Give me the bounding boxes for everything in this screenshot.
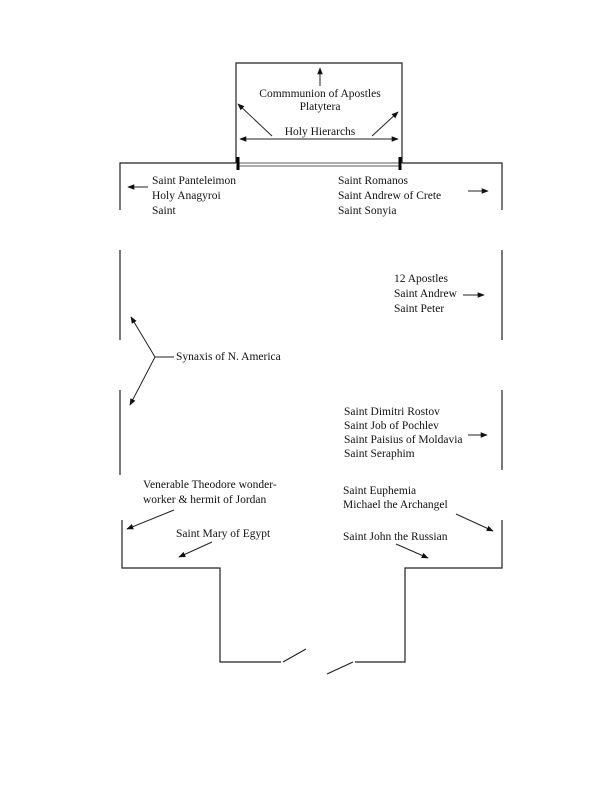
south-upper-label-1: Saint Romanos	[338, 175, 408, 187]
labels: Commmunion of Apostles Platytera Holy Hi…	[143, 88, 463, 543]
apse-label-1: Commmunion of Apostles	[259, 88, 381, 100]
south-middle-label-3: Saint Peter	[394, 303, 444, 315]
arrow-synaxis-down	[129, 356, 156, 406]
arrow-apse-left	[237, 103, 273, 137]
apse-wall	[235, 62, 403, 163]
south-west-label-2: Michael the Archangel	[343, 499, 448, 511]
synaxis-label: Synaxis of N. America	[176, 351, 281, 363]
north-wall-upper	[119, 162, 236, 210]
arrow-synaxis-up	[130, 316, 156, 358]
door-leaf-right	[326, 661, 354, 675]
south-west-label-1: Saint Euphemia	[343, 485, 416, 497]
south-middle-label-2: Saint Andrew	[394, 288, 458, 300]
north-upper-label-3: Saint	[152, 205, 176, 217]
north-upper-label-1: Saint Panteleimon	[152, 175, 236, 187]
north-west-label-2: worker & hermit of Jordan	[143, 494, 267, 506]
north-west-label-3: Saint Mary of Egypt	[176, 528, 271, 540]
north-narthex-wall	[121, 520, 281, 663]
south-lower-label-1: Saint Dimitri Rostov	[344, 406, 440, 418]
south-upper-label-3: Saint Sonyia	[338, 205, 396, 217]
south-lower-label-3: Saint Paisius of Moldavia	[344, 434, 463, 446]
walls	[119, 62, 503, 675]
arrow-theodore	[126, 509, 175, 530]
north-upper-label-2: Holy Anagyroi	[152, 190, 221, 202]
arrow-mary	[178, 541, 213, 558]
hierarchs-label: Holy Hierarchs	[285, 126, 356, 138]
south-narthex-wall	[355, 520, 503, 663]
apse-label-2: Platytera	[300, 101, 341, 113]
arrows	[126, 67, 494, 559]
south-west-label-3: Saint John the Russian	[343, 531, 448, 543]
south-middle-label-1: 12 Apostles	[394, 273, 449, 285]
south-lower-label-2: Saint Job of Pochlev	[344, 420, 439, 432]
north-west-label-1: Venerable Theodore wonder-	[143, 479, 277, 491]
arrow-michael	[455, 513, 494, 532]
south-wall-upper	[402, 162, 503, 210]
south-upper-label-2: Saint Andrew of Crete	[338, 190, 441, 202]
arrow-apse-right	[371, 111, 399, 137]
door-leaf-left	[282, 648, 307, 663]
arrow-john	[395, 543, 429, 559]
south-lower-label-4: Saint Seraphim	[344, 448, 415, 460]
